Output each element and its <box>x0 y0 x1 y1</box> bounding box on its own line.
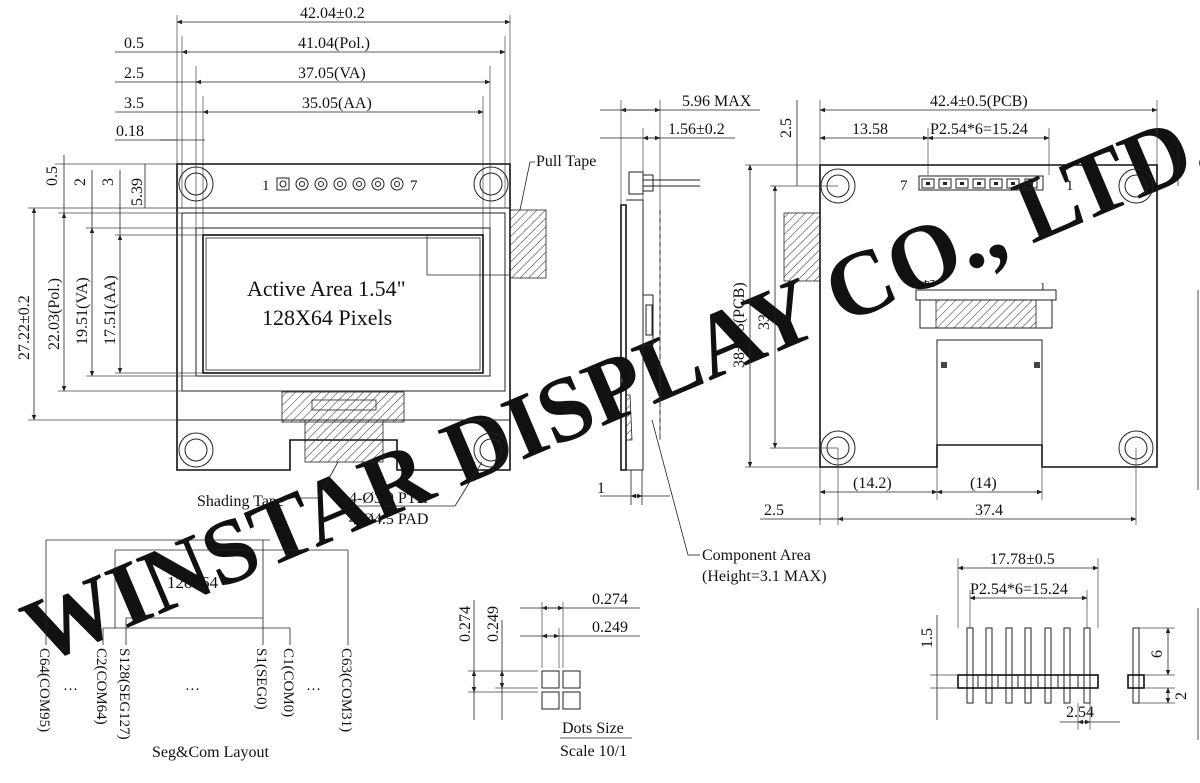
dim-13-58: 13.58 <box>852 121 888 138</box>
hole-pth-label: 4-Ø3.0 PTH <box>349 490 429 507</box>
seg-com-matrix: 128*64 <box>167 573 219 592</box>
dot-dim-h-274: 0.274 <box>592 591 628 608</box>
dots-size-caption: Dots Size <box>562 720 624 737</box>
hole-top-right <box>473 166 509 202</box>
active-area-pixels: 128X64 Pixels <box>262 305 392 330</box>
label-c63: C63(COM31) <box>338 648 354 732</box>
dim-37-4: 37.4 <box>975 502 1003 519</box>
seg-com-layout: 128*64 C64(COM95) C2(COM64) S128(SEG127)… <box>36 539 354 761</box>
component-height-label: (Height=3.1 MAX) <box>702 568 827 585</box>
dim-37-05-va: 37.05(VA) <box>298 65 366 82</box>
dim-42-04: 42.04±0.2 <box>300 5 365 22</box>
dim-22-03-pol: 22.03(Pol.) <box>46 278 63 350</box>
dim-left-0-5: 0.5 <box>124 35 144 52</box>
header-side-view <box>1127 627 1145 704</box>
header-dim-2: 2 <box>1173 692 1190 700</box>
dim-pcb-height: 38±0.5(PCB) <box>731 282 748 368</box>
dim-side-1: 1 <box>597 480 605 497</box>
dots-scale: Scale 10/1 <box>560 743 627 760</box>
dim-41-04-pol: 41.04(Pol.) <box>298 35 370 52</box>
header-total-width: 17.78±0.5 <box>990 551 1055 568</box>
dim-left-2-5: 2.5 <box>124 65 144 82</box>
hole-bottom-left <box>178 432 214 468</box>
dim-v-0-5: 0.5 <box>44 166 61 186</box>
dots-size: 0.274 0.249 0.274 0.249 Dots Size Scale … <box>457 591 640 760</box>
header-dim-2-54: 2.54 <box>1066 704 1094 721</box>
dim-14: (14) <box>970 475 997 492</box>
back-hole-tr <box>1118 168 1154 204</box>
dim-v-5-39: 5.39 <box>129 178 146 206</box>
back-pin-row <box>918 175 1044 191</box>
dim-33: 33 <box>756 314 773 330</box>
label-c1: C1(COM0) <box>280 648 296 717</box>
front-view: 42.04±0.2 41.04(Pol.) 37.05(VA) 35.05(AA… <box>16 5 596 528</box>
dim-27-22: 27.22±0.2 <box>16 295 33 360</box>
pull-tape <box>509 209 547 279</box>
pin-header: 17.78±0.5 P2.54*6=15.24 1.5 2.54 <box>919 551 1190 730</box>
dim-left-3-5: 3.5 <box>124 95 144 112</box>
dot-dim-v-274: 0.274 <box>457 606 474 642</box>
dim-back-2-5: 2.5 <box>778 118 795 138</box>
side-view: 5.96 MAX 1.56±0.2 1 Component Area (Heig… <box>597 93 827 585</box>
label-c64: C64(COM95) <box>36 648 52 732</box>
back-view: 42.4±0.5(PCB) 13.58 P2.54*6=15.24 2.5 2 … <box>731 93 1179 525</box>
dim-14-2: (14.2) <box>853 475 892 492</box>
label-c2: C2(COM64) <box>93 648 109 725</box>
label-s128: S128(SEG127) <box>116 648 132 740</box>
dim-back-2: 2 <box>1159 134 1176 142</box>
ellipsis-2: … <box>185 678 200 694</box>
shading-tape <box>281 391 405 423</box>
fpc-pin-1: 1 <box>1040 281 1046 293</box>
hole-bottom-right <box>473 432 509 468</box>
fpc-pin-24: 24 <box>924 277 936 289</box>
back-pin-7-label: 7 <box>900 178 908 194</box>
dot-dim-h-249: 0.249 <box>592 619 628 636</box>
dim-back-pitch: P2.54*6=15.24 <box>930 121 1028 138</box>
dim-1-56: 1.56±0.2 <box>668 121 725 138</box>
label-s1: S1(SEG0) <box>253 648 269 710</box>
hole-top-left <box>178 166 214 202</box>
hole-pad-label: 4-Ø4.5 PAD <box>349 511 428 528</box>
front-pin-row <box>295 177 404 191</box>
ellipsis-1: … <box>63 678 78 694</box>
header-pins <box>966 627 1091 704</box>
header-dim-6: 6 <box>1149 650 1166 658</box>
dim-19-51-va: 19.51(VA) <box>74 277 91 345</box>
ellipsis-3: … <box>306 678 321 694</box>
shading-tape-label: Shading Tape <box>197 493 284 510</box>
header-dim-1-5: 1.5 <box>919 628 936 648</box>
seg-com-caption: Seg&Com Layout <box>152 744 269 761</box>
pull-tape-label: Pull Tape <box>536 153 596 170</box>
front-pin-1-label: 1 <box>262 178 270 194</box>
front-pin-7-label: 7 <box>410 178 418 194</box>
back-pull-tape <box>783 212 821 282</box>
header-pitch: P2.54*6=15.24 <box>970 581 1068 598</box>
dim-v-2: 2 <box>72 178 89 186</box>
component-area-label: Component Area <box>702 547 811 564</box>
dim-left-0-18: 0.18 <box>116 123 144 140</box>
dim-v-3: 3 <box>100 178 117 186</box>
back-pin-1-label: 1 <box>1066 178 1074 194</box>
active-area-title: Active Area 1.54" <box>247 276 406 301</box>
dot-dim-v-249: 0.249 <box>485 606 502 642</box>
dim-17-51-aa: 17.51(AA) <box>102 275 119 345</box>
dim-5-96-max: 5.96 MAX <box>682 93 752 110</box>
dim-35-05-aa: 35.05(AA) <box>302 95 372 112</box>
dim-pcb-width: 42.4±0.5(PCB) <box>930 93 1028 110</box>
dim-bottom-2-5: 2.5 <box>764 502 784 519</box>
